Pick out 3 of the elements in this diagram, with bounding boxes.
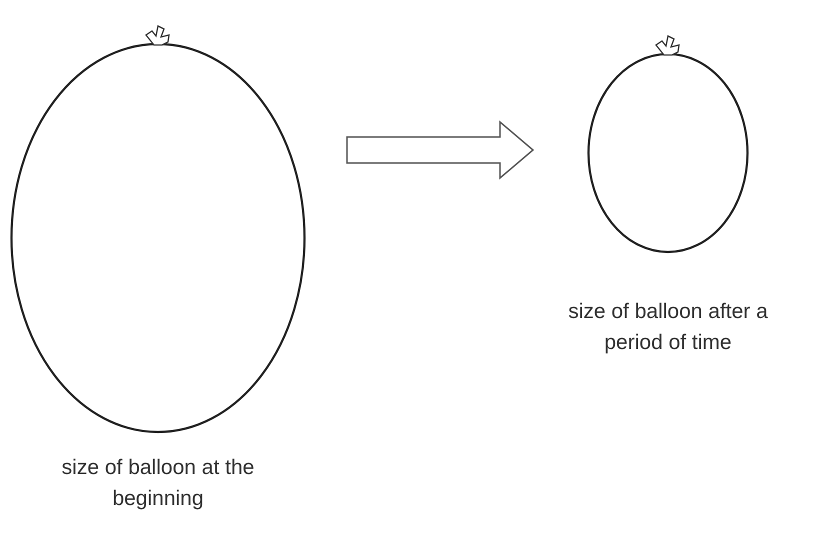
block-arrow	[346, 120, 534, 180]
balloon-caption: size of balloon at the beginning	[60, 455, 256, 512]
balloon-caption: size of balloon after a period of time	[567, 299, 769, 356]
